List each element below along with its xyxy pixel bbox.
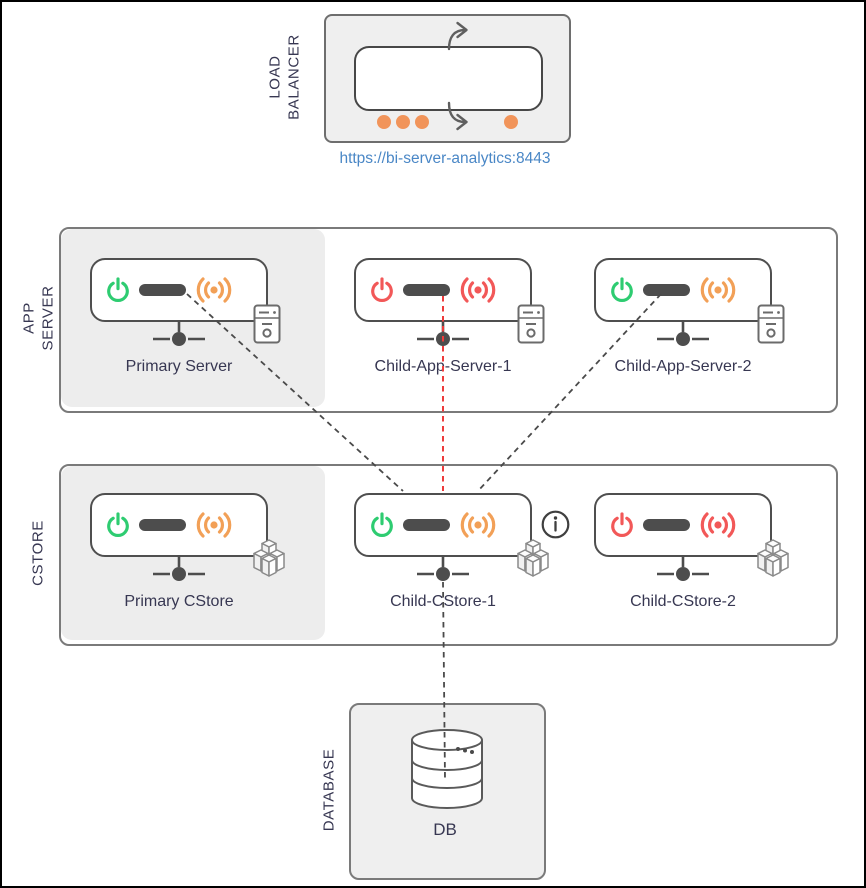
node-label: Child-CStore-1	[390, 593, 496, 610]
packages-icon	[517, 539, 549, 577]
network-node-icon	[657, 555, 709, 581]
power-icon	[611, 511, 633, 537]
node-label: Child-App-Server-2	[614, 358, 752, 375]
server-status-box	[594, 493, 772, 557]
power-icon	[107, 511, 129, 537]
server-tower-icon	[253, 304, 281, 344]
status-bar-icon	[139, 284, 186, 296]
db-label: DB	[433, 820, 457, 839]
lb-dot-icon	[415, 115, 429, 129]
broadcast-icon	[700, 277, 736, 303]
status-bar-icon	[643, 284, 690, 296]
power-icon	[371, 511, 393, 537]
broadcast-icon	[700, 512, 736, 538]
status-bar-icon	[403, 519, 450, 531]
node-label: Primary CStore	[124, 593, 234, 610]
status-bar-icon	[403, 284, 450, 296]
broadcast-icon	[460, 277, 496, 303]
broadcast-icon	[460, 512, 496, 538]
server-status-box	[354, 258, 532, 322]
database-cylinder-icon	[411, 729, 483, 809]
network-node-icon	[657, 320, 709, 346]
server-status-box	[354, 493, 532, 557]
broadcast-icon	[196, 277, 232, 303]
lb-dot-icon	[377, 115, 391, 129]
cstore-section-label: CSTORE	[29, 520, 47, 586]
lb-dot-icon	[504, 115, 518, 129]
server-tower-icon	[517, 304, 545, 344]
server-tower-icon	[757, 304, 785, 344]
power-icon	[107, 276, 129, 302]
node-label: Primary Server	[125, 358, 233, 375]
status-bar-icon	[139, 519, 186, 531]
server-status-box	[90, 258, 268, 322]
node-child-app-server-2: Child-App-Server-2	[594, 258, 785, 383]
server-status-box	[90, 493, 268, 557]
node-label: Child-CStore-2	[630, 593, 736, 610]
database-section-label: DATABASE	[320, 748, 338, 831]
app-server-section-label: APP SERVER	[20, 285, 56, 351]
packages-icon	[757, 539, 789, 577]
load-balancer-section-label: LOAD BALANCER	[266, 33, 302, 120]
network-node-icon	[153, 555, 205, 581]
info-icon[interactable]	[541, 510, 570, 539]
status-bar-icon	[643, 519, 690, 531]
node-label: Child-App-Server-1	[374, 358, 512, 375]
node-primary-cstore: Primary CStore	[90, 493, 285, 618]
network-node-icon	[417, 555, 469, 581]
network-node-icon	[153, 320, 205, 346]
power-icon	[611, 276, 633, 302]
node-primary-server: Primary Server	[90, 258, 281, 383]
load-balancer-url-link[interactable]: https://bi-server-analytics:8443	[339, 150, 551, 167]
power-icon	[371, 276, 393, 302]
node-child-cstore-1: Child-CStore-1	[354, 493, 570, 618]
server-status-box	[594, 258, 772, 322]
node-child-app-server-1: Child-App-Server-1	[354, 258, 545, 383]
network-node-icon	[417, 320, 469, 346]
broadcast-icon	[196, 512, 232, 538]
packages-icon	[253, 539, 285, 577]
lb-dot-icon	[396, 115, 410, 129]
load-balancer-icon	[354, 46, 543, 129]
node-child-cstore-2: Child-CStore-2	[594, 493, 789, 618]
